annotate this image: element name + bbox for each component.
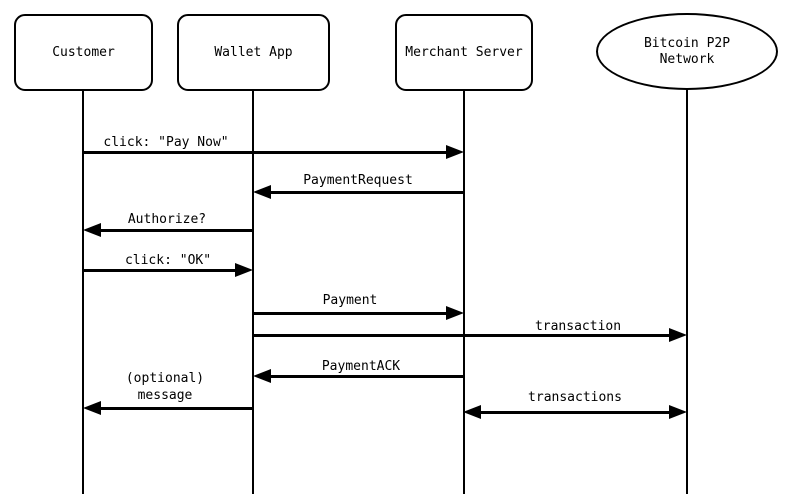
arrow-line xyxy=(83,268,239,272)
arrowhead-right-icon xyxy=(446,306,464,320)
lifeline-merchant-server xyxy=(463,90,465,494)
arrowhead-left-icon xyxy=(253,369,271,383)
message-label-optional-message: (optional) message xyxy=(125,371,205,403)
arrowhead-left-icon xyxy=(83,223,101,237)
arrowhead-right-icon xyxy=(669,328,687,342)
arrow-payment-ack xyxy=(253,369,464,383)
lifeline-wallet-app xyxy=(252,90,254,494)
arrow-line xyxy=(267,190,464,194)
arrow-payment xyxy=(253,306,464,320)
arrow-click-ok xyxy=(83,263,253,277)
arrow-optional-message xyxy=(83,401,253,415)
actor-wallet-app: Wallet App xyxy=(177,14,330,91)
arrow-line xyxy=(253,311,450,315)
arrow-click-pay-now xyxy=(83,145,464,159)
arrow-authorize xyxy=(83,223,253,237)
message-label-payment: Payment xyxy=(322,293,378,308)
message-label-transaction: transaction xyxy=(534,319,622,334)
arrow-line xyxy=(97,228,253,232)
arrow-line xyxy=(83,150,450,154)
arrow-line xyxy=(477,410,673,414)
arrowhead-left-icon xyxy=(83,401,101,415)
message-label-click-ok: click: "OK" xyxy=(124,253,212,268)
arrowhead-left-icon xyxy=(253,185,271,199)
arrowhead-left-icon xyxy=(463,405,481,419)
message-label-payment-request: PaymentRequest xyxy=(303,173,413,188)
actor-customer: Customer xyxy=(14,14,153,91)
message-label-click-pay-now: click: "Pay Now" xyxy=(103,135,229,150)
message-label-payment-ack: PaymentACK xyxy=(321,359,401,374)
lifeline-customer xyxy=(82,90,84,494)
lifeline-bitcoin-p2p-network xyxy=(686,89,688,494)
message-label-transactions: transactions xyxy=(528,390,622,405)
message-label-authorize: Authorize? xyxy=(127,212,207,227)
arrow-line xyxy=(267,374,464,378)
arrowhead-right-icon xyxy=(669,405,687,419)
arrow-line xyxy=(253,333,673,337)
actor-merchant-server: Merchant Server xyxy=(395,14,533,91)
actor-bitcoin-p2p-network: Bitcoin P2P Network xyxy=(596,13,778,90)
arrow-payment-request xyxy=(253,185,464,199)
arrowhead-right-icon xyxy=(446,145,464,159)
arrow-transaction xyxy=(253,328,687,342)
arrow-line xyxy=(97,406,253,410)
arrow-transactions xyxy=(463,405,687,419)
arrowhead-right-icon xyxy=(235,263,253,277)
